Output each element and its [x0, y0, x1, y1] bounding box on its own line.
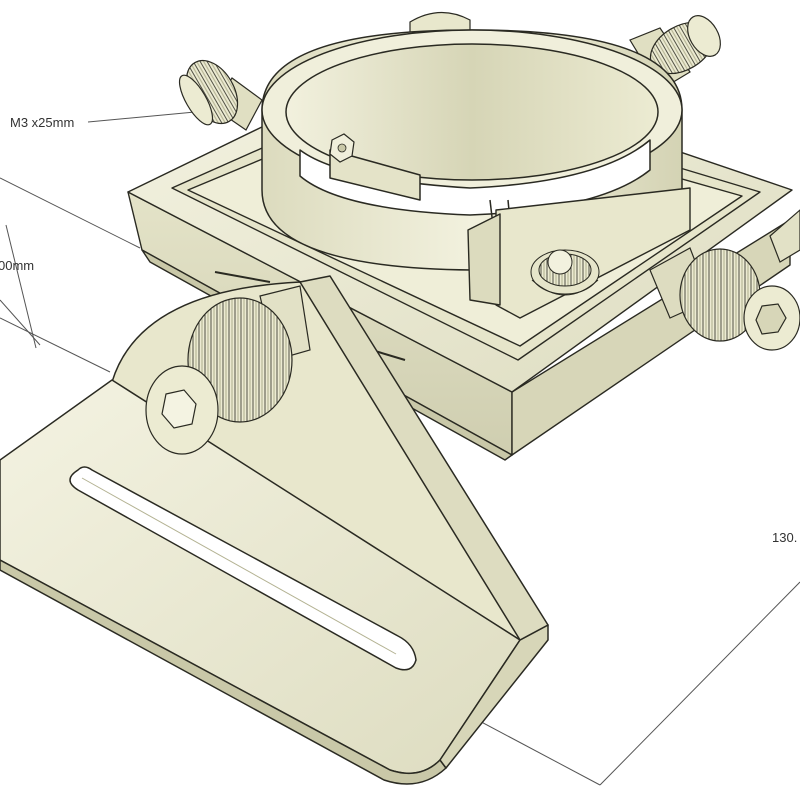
knob-back-right: [629, 15, 721, 91]
screw-label: M3 x25mm: [10, 115, 74, 130]
left-dimension-label: 00mm: [0, 258, 34, 273]
knob-front-left: [145, 285, 311, 455]
clamp-screw: [530, 249, 600, 296]
ring-clamp: [261, 29, 683, 286]
knob-back-left: [178, 59, 263, 131]
frame-right-ear: [769, 209, 800, 263]
right-dimension-label: 130.: [772, 530, 797, 545]
knob-right: [649, 247, 800, 351]
hex-nut: [329, 133, 355, 163]
